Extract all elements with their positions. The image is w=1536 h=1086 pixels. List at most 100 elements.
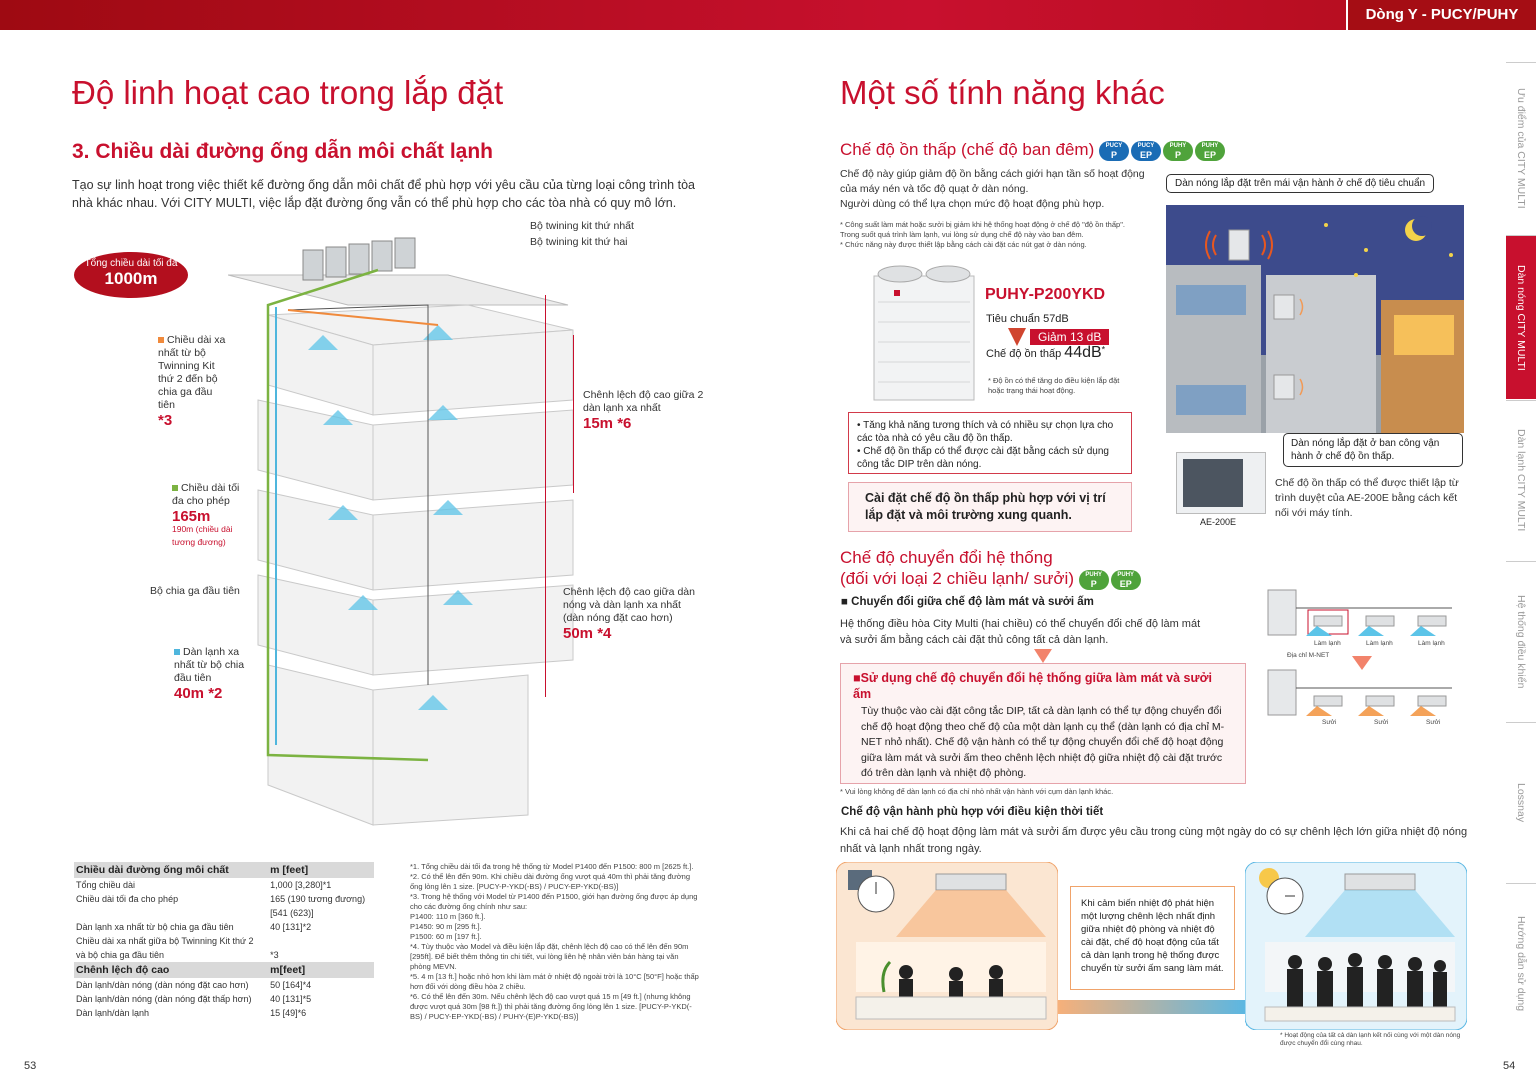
auto-switch-box: ■Sử dụng chế độ chuyển đổi hệ thống giữa… bbox=[840, 663, 1246, 784]
badge-main: P bbox=[1110, 149, 1117, 160]
footnote: P1400: 110 m [360 ft.]. bbox=[410, 912, 486, 921]
label-b-text: Chiều dài tối đa cho phép bbox=[172, 482, 240, 507]
table-cell: 165 (190 tương đương) bbox=[270, 894, 366, 904]
balcony-caption: Dàn nóng lắp đặt ở ban công vận hành ở c… bbox=[1283, 433, 1463, 467]
badge-main: EP bbox=[1203, 149, 1216, 160]
low-noise-heading-text: Chế độ ồn thấp (chế độ ban đêm) bbox=[840, 140, 1095, 159]
switch-heading-line1: Chế độ chuyển đổi hệ thống bbox=[840, 548, 1053, 567]
total-length-badge: Tổng chiều dài tối đa 1000m bbox=[74, 252, 188, 298]
reduction-badge: Giảm 13 dB bbox=[1030, 329, 1110, 345]
table-cell: 1,000 [3,280]*1 bbox=[270, 880, 332, 890]
table-cell: Chiều dài tối đa cho phép bbox=[76, 894, 179, 904]
label-d-value: 40m *2 bbox=[174, 685, 223, 702]
table-row: và bộ chia ga đầu tiên*3 bbox=[74, 948, 374, 962]
weather-scene-heating bbox=[836, 862, 1058, 1030]
switch-heading-line2: (đối với loại 2 chiều lạnh/ sưởi) bbox=[840, 569, 1074, 588]
diag-heat-3: Sưởi bbox=[1426, 719, 1441, 726]
badge-top: PUHY bbox=[1201, 142, 1219, 149]
left-page-title: Độ linh hoạt cao trong lắp đặt bbox=[72, 74, 504, 111]
label-b-value: 165m bbox=[172, 508, 211, 525]
table-row: [541 (623)] bbox=[74, 906, 374, 920]
label-b-note: 190m (chiều dài tương đương) bbox=[172, 524, 233, 547]
rooftop-caption: Dàn nóng lắp đặt trên mái vận hành ở chế… bbox=[1166, 174, 1435, 193]
table-cell: Dàn lạnh/dàn nóng (dàn nóng đặt cao hơn) bbox=[76, 980, 249, 990]
table-row: Chiều dài xa nhất giữa bộ Twinning Kit t… bbox=[74, 934, 374, 948]
tab-indoor-units[interactable]: Dàn lạnh CITY MULTI bbox=[1506, 400, 1536, 560]
tab-lossnay[interactable]: Lossnay bbox=[1506, 722, 1536, 882]
building-illustration bbox=[228, 237, 574, 826]
low-noise-value: 44dB bbox=[1064, 344, 1102, 361]
table-cell bbox=[268, 934, 374, 948]
right-page-title: Một số tính năng khác bbox=[840, 74, 1165, 111]
switch-subheading: ■ Chuyển đổi giữa chế độ làm mát và sưởi… bbox=[841, 596, 1094, 608]
low-noise-p2: Người dùng có thể lựa chọn mức độ hoạt đ… bbox=[840, 198, 1105, 210]
note: * Công suất làm mát hoặc sưởi bị giảm kh… bbox=[840, 220, 1125, 239]
outdoor-units bbox=[302, 237, 416, 281]
controller-label: AE-200E bbox=[1200, 517, 1237, 527]
low-noise-label: Chế độ ồn thấp bbox=[986, 348, 1062, 360]
footnote: *2. Có thể lên đến 90m. Khi chiều dài đư… bbox=[410, 872, 690, 891]
table-row: Chiều dài tối đa cho phép 165 (190 tương … bbox=[74, 892, 374, 906]
transition-arrow bbox=[1058, 1000, 1248, 1014]
tab-control-systems[interactable]: Hệ thống điều khiển bbox=[1506, 561, 1536, 721]
diag-cool-1: Làm lạnh bbox=[1314, 640, 1341, 647]
weather-note: * Hoạt động của tất cả dàn lạnh kết nối … bbox=[1280, 1032, 1461, 1047]
footnotes: *1. Tổng chiều dài tối đa trong hệ thống… bbox=[410, 862, 700, 1022]
green-mark bbox=[172, 485, 178, 491]
table-cell: Chiều dài xa nhất giữa bộ Twinning Kit t… bbox=[76, 936, 254, 946]
tab-outdoor-units[interactable]: Dàn nóng CITY MULTI bbox=[1506, 235, 1536, 399]
benefit-item: • Chế độ ồn thấp có thể được cài đặt bằn… bbox=[857, 446, 1109, 470]
label-f-text: Chênh lệch độ cao giữa dàn nóng và dàn l… bbox=[563, 586, 695, 624]
low-noise-level: Chế độ ồn thấp 44dB* bbox=[986, 344, 1105, 362]
series-label: Dòng Y - PUCY/PUHY bbox=[1346, 0, 1536, 30]
diag-heat-2: Sưởi bbox=[1374, 719, 1389, 726]
outdoor-unit-image bbox=[873, 265, 975, 401]
auto-switch-note: * Vui lòng không để dàn lạnh có địa chỉ … bbox=[840, 787, 1114, 796]
table-row: Tổng chiều dài 1,000 [3,280]*1 bbox=[74, 878, 374, 892]
table-cell bbox=[74, 906, 268, 920]
tab-user-guide[interactable]: Hướng dẫn sử dụng bbox=[1506, 883, 1536, 1043]
weather-scene-cooling bbox=[1245, 862, 1467, 1030]
night-scene-image bbox=[1166, 205, 1464, 433]
benefits-box: • Tăng khả năng tương thích và có nhiều … bbox=[848, 412, 1132, 474]
table-cell: Tổng chiều dài bbox=[76, 880, 136, 890]
tab-advantages[interactable]: Ưu điểm của CITY MULTI bbox=[1506, 62, 1536, 234]
table-header-cell: Chênh lệch độ cao bbox=[74, 962, 269, 978]
table-cell: 50 [164]*4 bbox=[270, 980, 312, 990]
label-a-value: *3 bbox=[158, 412, 173, 429]
down-arrow-icon bbox=[1034, 649, 1052, 663]
intro-paragraph: Tạo sự linh hoạt trong việc thiết kế đườ… bbox=[72, 178, 695, 210]
badge-main: EP bbox=[1139, 149, 1152, 160]
top-banner: Dòng Y - PUCY/PUHY bbox=[0, 0, 1536, 30]
table-row: Dàn lạnh/dàn nóng (dàn nóng đặt thấp hơn… bbox=[74, 992, 374, 1006]
ae-description: Chế độ ồn thấp có thể được thiết lập từ … bbox=[1275, 477, 1459, 519]
badge-main: P bbox=[1174, 149, 1181, 160]
label-twin-to-branch: Chiều dài xa nhất từ bộ Twinning Kit thứ… bbox=[158, 334, 230, 429]
label-max-length: Chiều dài tối đa cho phép 165m 190m (chi… bbox=[172, 482, 252, 549]
table-header-cell: m [feet] bbox=[268, 862, 374, 878]
benefit-text: Tăng khả năng tương thích và có nhiều sự… bbox=[857, 420, 1114, 444]
twin-kit-2-label: Bộ twining kit thứ hai bbox=[530, 236, 628, 248]
sensor-note-text: Khi cảm biến nhiệt độ phát hiện một lượn… bbox=[1081, 898, 1224, 974]
switch-paragraph: Hệ thống điều hòa City Multi (hai chiều)… bbox=[840, 618, 1201, 646]
low-noise-desc: Chế độ này giúp giảm độ ồn bằng cách giớ… bbox=[840, 167, 1145, 212]
label-farthest-indoor: Dàn lạnh xa nhất từ bộ chia đầu tiên 40m… bbox=[174, 646, 254, 702]
badge-caption: Tổng chiều dài tối đa bbox=[84, 258, 178, 269]
label-a-text: Chiều dài xa nhất từ bộ Twinning Kit thứ… bbox=[158, 334, 226, 411]
table-cell: và bộ chia ga đầu tiên bbox=[76, 950, 165, 960]
table-cell: 40 [131]*5 bbox=[270, 994, 312, 1004]
sensor-note-box: Khi cảm biến nhiệt độ phát hiện một lượn… bbox=[1070, 886, 1235, 990]
table-cell: Dàn lạnh xa nhất từ bộ chia ga đầu tiên bbox=[76, 922, 234, 932]
table-cell: Dàn lạnh/dàn lạnh bbox=[76, 1008, 150, 1018]
table-cell: Dàn lạnh/dàn nóng (dàn nóng đặt thấp hơn… bbox=[76, 994, 252, 1004]
footnote: P1450: 90 m [295 ft.]. bbox=[410, 922, 482, 931]
table-header-cell: Chiều dài đường ống môi chất bbox=[74, 862, 269, 878]
